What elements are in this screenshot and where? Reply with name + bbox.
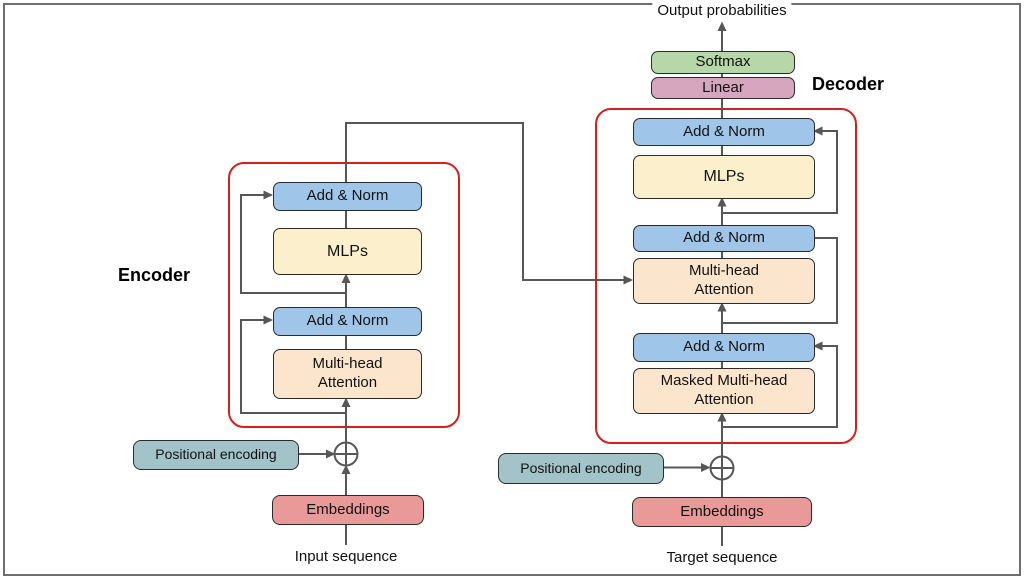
plus-circle-icon (333, 441, 359, 467)
decoder-add-norm-1-box: Add & Norm (633, 118, 815, 146)
encoder-section-label: Encoder (118, 265, 191, 285)
decoder-masked-attention-label: Masked Multi-head Attention (660, 372, 788, 408)
encoder-residual-top (240, 190, 346, 294)
decoder-cross-attention-label: Multi-head Attention (688, 262, 760, 298)
linear-box: Linear (651, 77, 795, 99)
encoder-add-norm-top-box: Add & Norm (273, 182, 422, 211)
positional-to-sum-right-arrow (662, 463, 711, 472)
decoder-masked-attention-box: Masked Multi-head Attention (633, 368, 815, 414)
encoder-addnorm-to-mlp-arrow (341, 273, 351, 307)
encoder-positional-encoding-box: Positional encoding (133, 440, 299, 470)
encoder-add-norm-bottom-label: Add & Norm (306, 312, 389, 330)
decoder-residual-top (722, 126, 838, 214)
decoder-add-norm-2-box: Add & Norm (633, 225, 815, 252)
decoder-positional-label: Positional encoding (520, 459, 642, 476)
linear-label: Linear (702, 78, 744, 96)
sum-to-encoder-attention-arrow (341, 397, 351, 443)
target-sequence-label: Target sequence (666, 549, 778, 566)
softmax-box: Softmax (651, 51, 795, 74)
encoder-attention-box: Multi-head Attention (273, 349, 422, 399)
encoder-embeddings-box: Embeddings (272, 495, 424, 525)
encoder-mlp-box: MLPs (273, 228, 422, 275)
decoder-addnorm-to-mlp-arrow (717, 197, 727, 225)
decoder-add-norm-3-box: Add & Norm (633, 333, 815, 362)
encoder-add-norm-top-label: Add & Norm (306, 187, 389, 205)
plus-circle-icon (709, 455, 735, 481)
sum-to-masked-attention-arrow (717, 412, 727, 457)
softmax-label: Softmax (695, 53, 751, 71)
encoder-residual-bottom (240, 315, 346, 414)
decoder-section-label: Decoder (812, 74, 885, 94)
decoder-embeddings-label: Embeddings (680, 502, 764, 520)
encoder-mlp-label: MLPs (327, 242, 368, 260)
encoder-add-norm-bottom-box: Add & Norm (273, 307, 422, 336)
encoder-container (228, 162, 460, 428)
encoder-positional-label: Positional encoding (155, 446, 277, 463)
encoder-to-decoder-arrow (345, 122, 633, 285)
input-sequence-label: Input sequence (294, 548, 398, 565)
decoder-add-norm-1-label: Add & Norm (683, 122, 765, 140)
decoder-mlp-box: MLPs (633, 155, 815, 199)
softmax-to-output-arrow (717, 21, 727, 51)
positional-to-sum-left-arrow (297, 449, 336, 459)
decoder-cross-attention-box: Multi-head Attention (633, 258, 815, 304)
decoder-residual-middle (722, 237, 838, 324)
decoder-residual-bottom (722, 341, 838, 428)
encoder-attention-label: Multi-head Attention (312, 355, 383, 391)
embeddings-to-sum-left-arrow (341, 464, 351, 495)
decoder-mlp-label: MLPs (703, 168, 745, 185)
decoder-container (595, 108, 857, 444)
decoder-positional-encoding-box: Positional encoding (498, 453, 664, 484)
encoder-embeddings-label: Embeddings (306, 500, 390, 518)
decoder-add-norm-3-label: Add & Norm (683, 338, 765, 356)
decoder-add-norm-2-label: Add & Norm (683, 229, 765, 247)
output-probabilities-label: Output probabilities (652, 2, 792, 19)
decoder-addnorm-to-cross-attention-arrow (717, 302, 727, 333)
decoder-embeddings-box: Embeddings (632, 497, 812, 527)
